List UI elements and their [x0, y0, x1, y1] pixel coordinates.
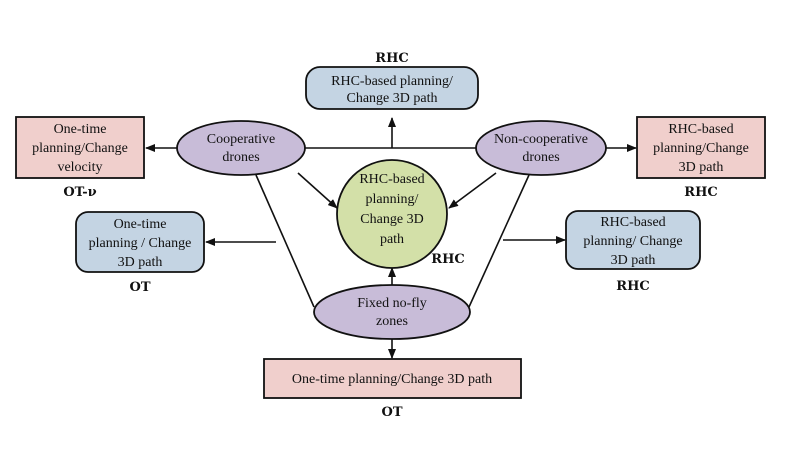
- noncooperative-line-2: drones: [522, 150, 559, 165]
- node-left-pink-box: One-time planning/Change velocity OT-ν: [15, 116, 145, 200]
- tag-right-blue: RHC: [616, 279, 649, 294]
- top-box-line-1: RHC-based planning/: [331, 74, 453, 89]
- right-pink-line-2: planning/Change: [653, 141, 749, 156]
- cooperative-line-1: Cooperative: [207, 132, 275, 147]
- right-blue-line-3: 3D path: [611, 253, 656, 268]
- node-right-blue-box: RHC-based planning/ Change 3D path RHC: [565, 210, 701, 294]
- nofly-line-2: zones: [376, 314, 408, 329]
- left-pink-line-2: planning/Change: [32, 141, 128, 156]
- center-line-2: planning/: [366, 192, 419, 207]
- center-line-4: path: [380, 232, 404, 247]
- node-fixed-no-fly-zones: Fixed no-fly zones: [313, 284, 471, 340]
- edge-coop-nofly: [255, 174, 315, 308]
- noncooperative-line-1: Non-cooperative: [494, 132, 588, 147]
- node-noncooperative-drones: Non-cooperative drones: [475, 120, 607, 176]
- right-pink-line-1: RHC-based: [668, 122, 733, 137]
- left-pink-line-1: One-time: [54, 122, 107, 137]
- edge-coop-center: [297, 172, 338, 209]
- right-blue-line-1: RHC-based: [600, 215, 665, 230]
- left-blue-line-1: One-time: [114, 217, 167, 232]
- node-cooperative-drones: Cooperative drones: [176, 120, 306, 176]
- node-bottom-ot-box: One-time planning/Change 3D path OT: [263, 358, 522, 420]
- bottom-box-line-1: One-time planning/Change 3D path: [292, 372, 492, 387]
- left-blue-line-3: 3D path: [118, 255, 163, 270]
- top-box-line-2: Change 3D path: [347, 91, 438, 106]
- center-line-1: RHC-based: [359, 172, 424, 187]
- right-blue-line-2: planning/ Change: [583, 234, 682, 249]
- connectors: [145, 117, 637, 359]
- node-right-pink-box: RHC-based planning/Change 3D path RHC: [636, 116, 766, 200]
- left-blue-line-2: planning / Change: [89, 236, 192, 251]
- nofly-line-1: Fixed no-fly: [357, 296, 427, 311]
- node-center-rhc: RHC-based planning/ Change 3D path RHC: [336, 159, 465, 269]
- left-pink-line-3: velocity: [57, 160, 102, 175]
- tag-bottom: OT: [382, 405, 403, 420]
- cooperative-line-2: drones: [222, 150, 259, 165]
- node-top-rhc-box: RHC RHC-based planning/ Change 3D path: [305, 51, 479, 110]
- tag-left-pink: OT-ν: [63, 185, 96, 200]
- edge-noncoop-center: [448, 172, 497, 209]
- tag-left-blue: OT: [130, 280, 151, 295]
- edge-noncoop-nofly: [468, 174, 530, 308]
- node-left-blue-box: One-time planning / Change 3D path OT: [75, 211, 205, 295]
- right-pink-line-3: 3D path: [679, 160, 724, 175]
- tag-right-pink: RHC: [684, 185, 717, 200]
- tag-center: RHC: [431, 252, 464, 267]
- tag-top-rhc: RHC: [375, 51, 408, 66]
- center-line-3: Change 3D: [360, 212, 423, 227]
